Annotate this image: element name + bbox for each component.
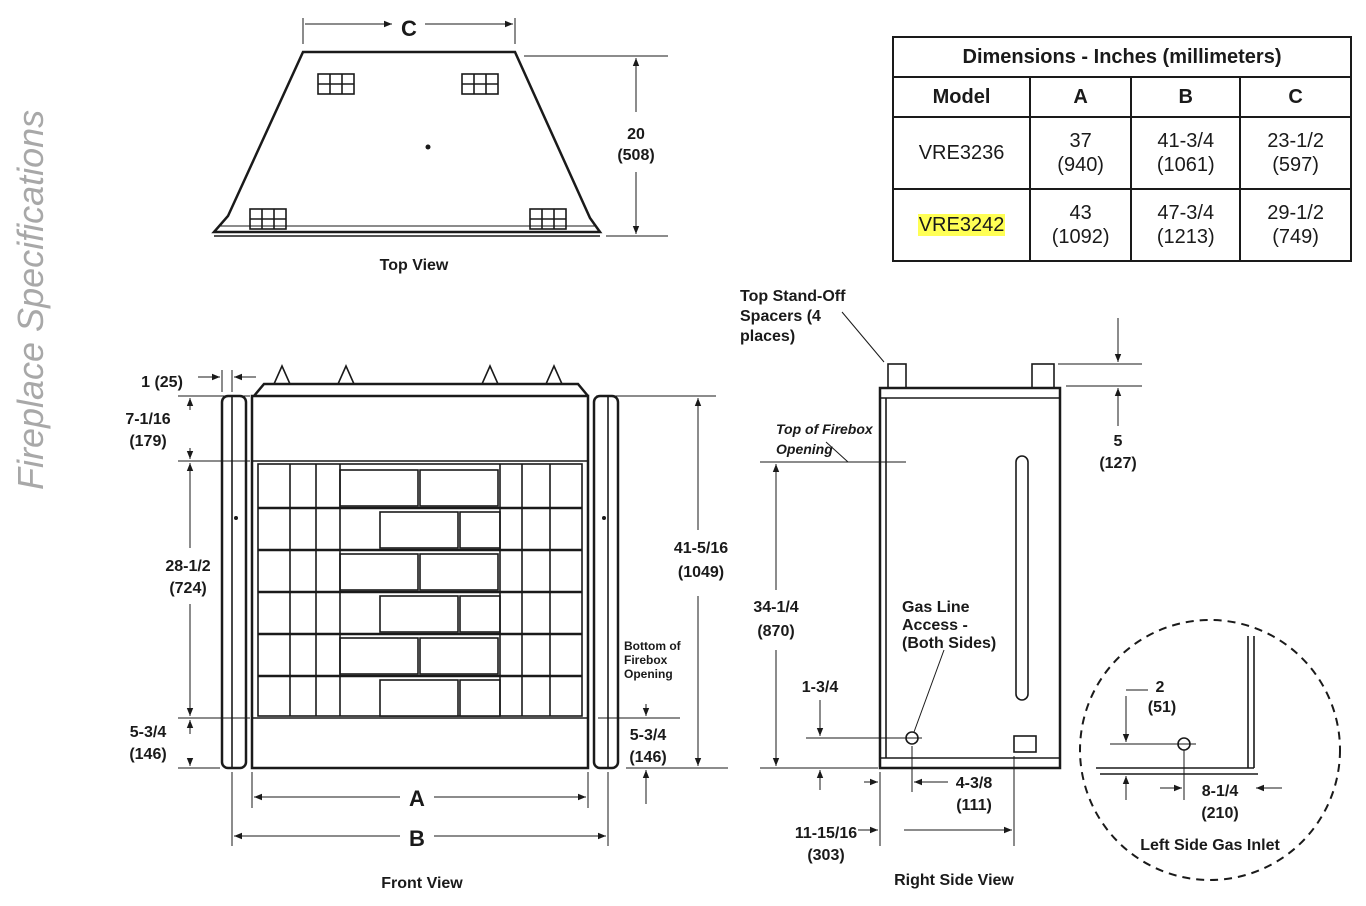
cell-b: 41-3/4(1061) (1130, 116, 1242, 190)
top-view-dim-c: C (401, 16, 417, 41)
cell-model: VRE3242 (891, 188, 1032, 262)
side-view-gas-x-mm: (111) (956, 797, 992, 814)
cell-a: 37(940) (1029, 116, 1133, 190)
side-view-spacer-h-in: 5 (1114, 433, 1123, 450)
front-view-height-mm: (1049) (678, 564, 724, 581)
top-view-caption: Top View (380, 257, 449, 274)
front-view-drawing (178, 364, 728, 846)
front-view-brick-pattern (258, 464, 582, 717)
inlet-view-caption: Left Side Gas Inlet (1140, 837, 1280, 854)
side-view-caption: Right Side View (894, 872, 1014, 889)
front-view-top-in: 7-1/16 (125, 411, 170, 428)
side-view-drawing (760, 311, 1142, 846)
front-view-dim-a: A (409, 786, 425, 811)
side-view-gas-2: Access - (902, 617, 968, 634)
inlet-view-h-in: 2 (1156, 679, 1165, 696)
side-view-depth-mm: (303) (807, 847, 844, 864)
side-view-firebox-h-in: 34-1/4 (753, 599, 798, 616)
cell-c-mm: (597) (1272, 154, 1319, 176)
inlet-view-drawing (1079, 619, 1341, 881)
front-view-base-left-mm: (146) (129, 746, 166, 763)
table-row: VRE3236 37(940) 41-3/4(1061) 23-1/2(597) (891, 116, 1352, 190)
cell-a-mm: (1092) (1051, 226, 1110, 248)
side-view-firebox-h-mm: (870) (757, 623, 794, 640)
side-view-spacers-3: places) (740, 328, 795, 345)
side-view-depth-in: 11-15/16 (795, 825, 857, 842)
cell-model: VRE3236 (891, 116, 1032, 190)
front-view-bottom-label-2: Firebox (624, 653, 668, 667)
cell-c: 29-1/2(749) (1239, 188, 1352, 262)
cell-a-in: 37 (1069, 130, 1092, 152)
dimensions-table-caption: Dimensions - Inches (millimeters) (892, 36, 1352, 78)
dimensions-table: Dimensions - Inches (millimeters) Model … (891, 36, 1352, 262)
side-view-gas-3: (Both Sides) (902, 635, 996, 652)
cell-a-in: 43 (1069, 202, 1092, 224)
front-view-base-right-in: 5-3/4 (630, 727, 667, 744)
inlet-view-h-mm: (51) (1148, 699, 1176, 716)
side-view-gas-1: Gas Line (902, 599, 970, 616)
front-view-base-right-mm: (146) (629, 749, 666, 766)
header-c: C (1239, 76, 1352, 118)
cell-b-in: 41-3/4 (1157, 130, 1215, 152)
model-name-highlighted: VRE3242 (917, 214, 1006, 236)
cell-b-mm: (1061) (1156, 154, 1215, 176)
side-view-spacers-2: Spacers (4 (740, 308, 821, 325)
cell-a-mm: (940) (1057, 154, 1104, 176)
side-view-gas-x-in: 4-3/8 (956, 775, 993, 792)
cell-c-mm: (749) (1272, 226, 1319, 248)
front-view-height-in: 41-5/16 (674, 540, 728, 557)
model-name: VRE3236 (918, 142, 1005, 164)
cell-b-mm: (1213) (1156, 226, 1215, 248)
front-view-side-width: 1 (25) (141, 374, 183, 391)
front-view-dim-b: B (409, 826, 425, 851)
side-view-firebox-top-1: Top of Firebox (776, 421, 874, 437)
inlet-view-x-mm: (210) (1201, 805, 1238, 822)
cell-c-in: 29-1/2 (1267, 202, 1324, 224)
cell-b-in: 47-3/4 (1157, 202, 1215, 224)
front-view-bottom-label-3: Opening (624, 667, 673, 681)
header-a: A (1029, 76, 1133, 118)
cell-a: 43(1092) (1029, 188, 1133, 262)
header-b: B (1130, 76, 1242, 118)
header-model: Model (891, 76, 1032, 118)
dimensions-table-header-row: Model A B C (891, 76, 1352, 118)
cell-c-in: 23-1/2 (1267, 130, 1324, 152)
top-view-depth-in: 20 (627, 126, 645, 143)
table-row: VRE3242 43(1092) 47-3/4(1213) 29-1/2(749… (891, 188, 1352, 262)
front-view-opening-mm: (724) (169, 580, 206, 597)
side-view-spacer-h-mm: (127) (1099, 455, 1136, 472)
front-view-bottom-label-1: Bottom of (624, 639, 682, 653)
front-view-base-left-in: 5-3/4 (130, 724, 167, 741)
top-view-depth-mm: (508) (617, 147, 654, 164)
side-view-firebox-top-2: Opening (776, 441, 833, 457)
cell-b: 47-3/4(1213) (1130, 188, 1242, 262)
top-view-drawing: C (211, 16, 668, 237)
inlet-view-x-in: 8-1/4 (1202, 783, 1239, 800)
cell-c: 23-1/2(597) (1239, 116, 1352, 190)
front-view-opening-in: 28-1/2 (165, 558, 210, 575)
front-view-top-mm: (179) (129, 433, 166, 450)
side-view-spacers-1: Top Stand-Off (740, 288, 846, 305)
front-view-caption: Front View (381, 875, 463, 892)
side-view-gas-height: 1-3/4 (802, 679, 839, 696)
